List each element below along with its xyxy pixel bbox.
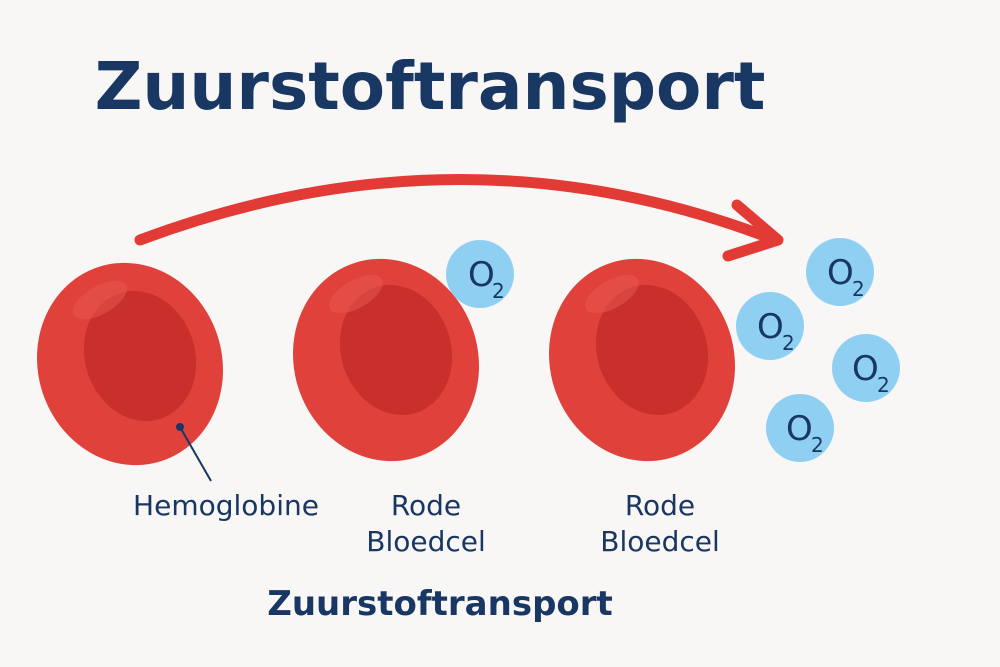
oxygen-molecule-2: O 2 bbox=[806, 238, 874, 306]
arrow-head bbox=[722, 199, 784, 262]
svg-text:O: O bbox=[757, 307, 784, 347]
hemoglobin-label: Hemoglobine bbox=[133, 489, 319, 522]
red-blood-cell-2 bbox=[292, 258, 480, 462]
svg-text:O: O bbox=[786, 409, 813, 449]
svg-text:2: 2 bbox=[811, 433, 824, 457]
svg-text:2: 2 bbox=[852, 277, 865, 301]
svg-text:2: 2 bbox=[782, 331, 795, 355]
cell-3-label-line-2: Bloedcel bbox=[600, 525, 720, 558]
red-blood-cell-3 bbox=[548, 258, 736, 462]
hemoglobin-pointer bbox=[176, 423, 212, 482]
cell-2-label-line-2: Bloedcel bbox=[366, 525, 486, 558]
svg-text:2: 2 bbox=[877, 373, 890, 397]
cell-2-label: Rode Bloedcel bbox=[346, 488, 506, 560]
svg-text:O: O bbox=[827, 253, 854, 293]
svg-text:O: O bbox=[852, 349, 879, 389]
cell-3-label-line-1: Rode bbox=[624, 489, 696, 522]
oxygen-molecule-5: O 2 bbox=[766, 394, 834, 462]
oxygen-molecule-1: O 2 bbox=[446, 240, 514, 308]
cell-3-label: Rode Bloedcel bbox=[580, 488, 740, 560]
oxygen-molecule-4: O 2 bbox=[832, 334, 900, 402]
svg-text:2: 2 bbox=[492, 279, 505, 303]
diagram-caption: Zuurstoftransport bbox=[267, 584, 613, 624]
red-blood-cell-1 bbox=[36, 262, 224, 466]
arrow-shaft bbox=[134, 174, 776, 246]
cell-2-label-line-1: Rode bbox=[390, 489, 462, 522]
transport-arrow bbox=[134, 174, 784, 262]
svg-text:O: O bbox=[468, 255, 495, 295]
diagram-title: Zuurstoftransport bbox=[94, 48, 766, 125]
oxygen-molecule-3: O 2 bbox=[736, 292, 804, 360]
